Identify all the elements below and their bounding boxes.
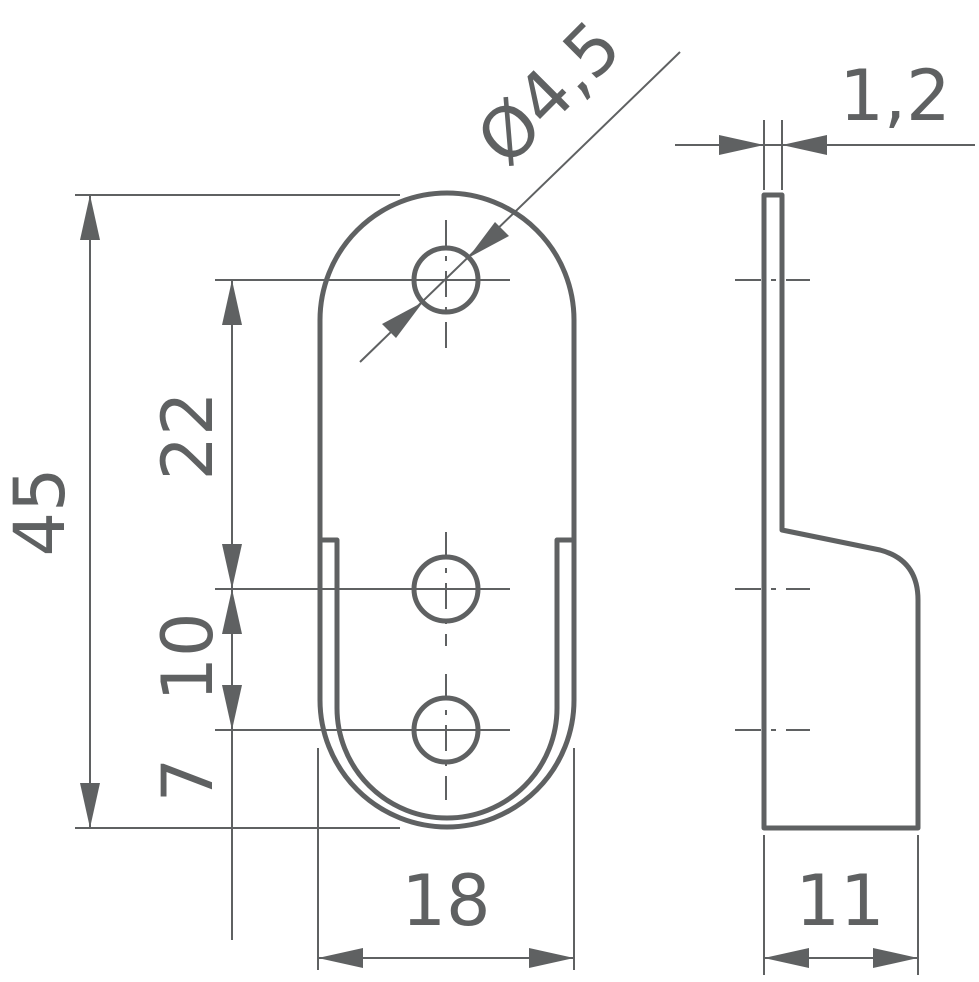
side-view	[735, 192, 921, 831]
label-depth: 11	[795, 860, 884, 942]
bracket-inner-lip	[319, 537, 575, 821]
label-width: 18	[401, 860, 490, 942]
label-hole-spacing-middle: 10	[147, 612, 229, 701]
bracket-side-profile	[761, 192, 921, 831]
label-hole-spacing-top: 22	[147, 391, 229, 480]
side-hole-centerlines	[735, 279, 810, 731]
label-bottom-offset: 7	[147, 758, 229, 803]
label-hole-diameter: Ø4,5	[461, 5, 637, 181]
bracket-outer-outline	[317, 190, 577, 830]
dimension-lines	[75, 51, 975, 975]
label-thickness: 1,2	[839, 55, 950, 137]
front-view	[317, 190, 577, 830]
label-total-length: 45	[0, 467, 81, 556]
